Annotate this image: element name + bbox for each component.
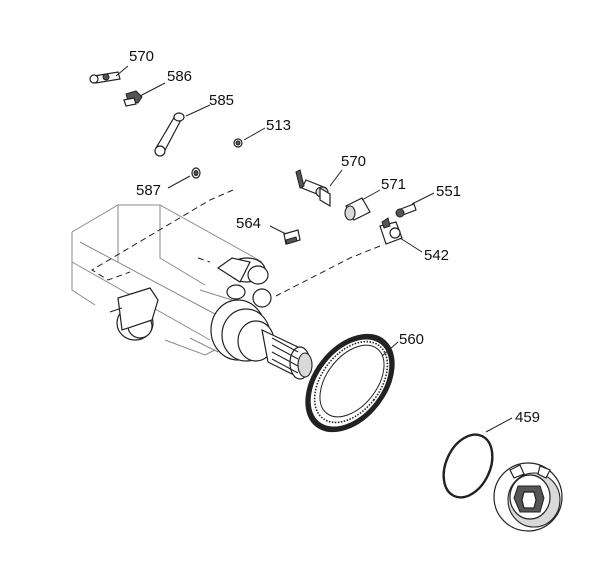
callout-459: 459	[515, 409, 540, 426]
callout-570-top: 570	[129, 48, 154, 65]
part-564-clip	[269, 225, 301, 245]
part-571-sleeve	[344, 189, 381, 221]
callout-586: 586	[167, 68, 192, 85]
part-560-seal-ring	[305, 333, 399, 433]
part-551-bolt	[395, 192, 435, 218]
axle-housing	[71, 204, 263, 356]
housing-port-fitting	[109, 287, 159, 341]
callout-564: 564	[236, 215, 261, 232]
assembly-dashed-lines	[91, 189, 381, 297]
hub-flange	[210, 299, 313, 380]
callout-560: 560	[399, 331, 424, 348]
housing-upper-fittings	[216, 257, 272, 308]
part-570-sensor	[295, 169, 343, 208]
part-570-pin	[89, 65, 129, 84]
callout-labels: 570 586 585 513 570 571 551 587 564 542 …	[129, 48, 540, 426]
part-513-nut	[233, 127, 266, 148]
callout-542: 542	[424, 247, 449, 264]
part-587-washer	[167, 167, 201, 189]
part-459-o-ring	[442, 417, 513, 499]
callout-551: 551	[436, 183, 461, 200]
callout-585: 585	[209, 92, 234, 109]
callout-587: 587	[136, 182, 161, 199]
part-542-sensor-bracket	[379, 217, 423, 253]
callout-513: 513	[266, 117, 291, 134]
hub-cap	[493, 462, 563, 532]
callout-570-middle: 570	[341, 153, 366, 170]
part-585-bracket	[154, 104, 211, 157]
part-586-clip	[123, 82, 166, 107]
callout-571: 571	[381, 176, 406, 193]
